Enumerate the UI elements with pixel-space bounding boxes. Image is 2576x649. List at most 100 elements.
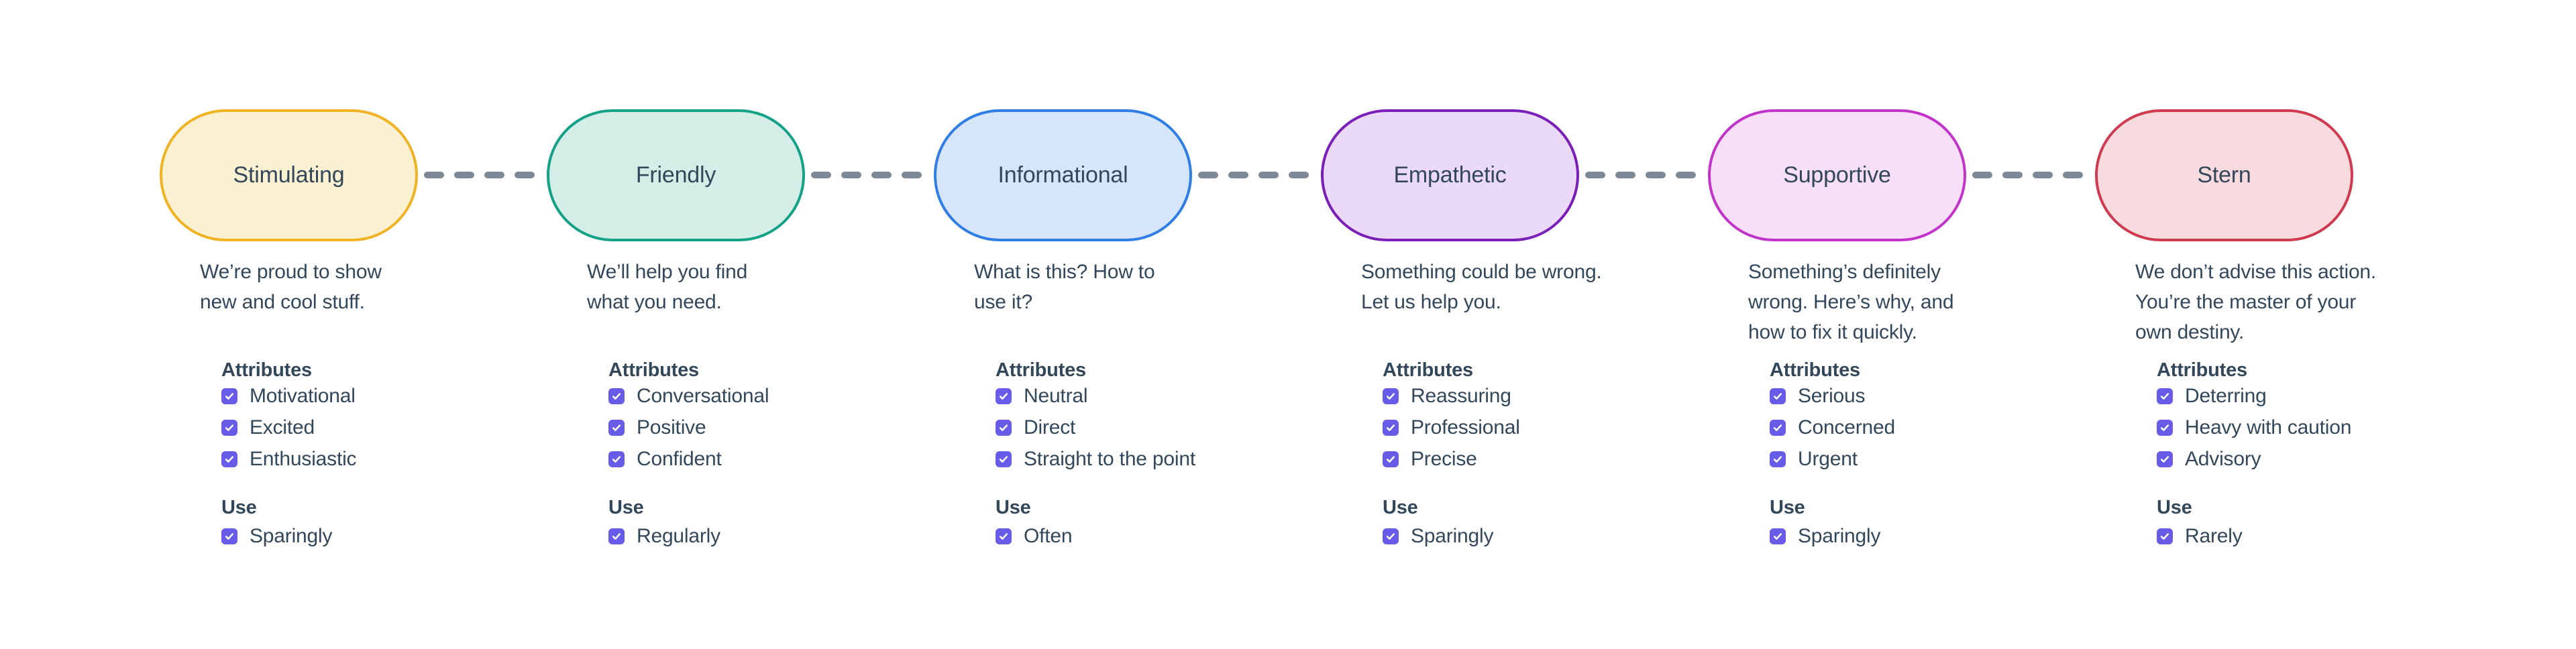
checkbox-row: Straight to the point xyxy=(996,443,1195,475)
checkbox-label: Conversational xyxy=(637,384,769,407)
checkbox-checked-icon[interactable] xyxy=(608,388,625,404)
attributes-section: Attributes Reassuring Professional Preci… xyxy=(1383,360,1520,475)
checkbox-label: Serious xyxy=(1798,384,1866,407)
checkbox-checked-icon[interactable] xyxy=(608,451,625,467)
checkbox-row: Sparingly xyxy=(221,520,332,552)
checkbox-row: Sparingly xyxy=(1383,520,1493,552)
checkbox-checked-icon[interactable] xyxy=(221,451,237,467)
checkbox-row: Motivational xyxy=(221,380,356,412)
tone-column: Supportive Something’s definitely wrong. … xyxy=(1708,109,2095,579)
use-heading: Use xyxy=(1383,497,1418,518)
use-section: Use Often xyxy=(996,497,1073,552)
use-list: Sparingly xyxy=(1383,520,1493,552)
checkbox-label: Precise xyxy=(1411,447,1477,470)
attributes-list: Deterring Heavy with caution Advisory xyxy=(2157,380,2351,475)
tone-column: Empathetic Something could be wrong. Let … xyxy=(1321,109,1708,579)
checkbox-checked-icon[interactable] xyxy=(1770,451,1786,467)
checkbox-checked-icon[interactable] xyxy=(221,528,237,544)
checkbox-row: Positive xyxy=(608,412,769,443)
checkbox-label: Motivational xyxy=(250,384,356,407)
attributes-heading: Attributes xyxy=(221,359,312,381)
checkbox-checked-icon[interactable] xyxy=(2157,528,2173,544)
tone-name: Informational xyxy=(998,162,1128,188)
tone-description: We don’t advise this action. You’re the m… xyxy=(2135,257,2376,347)
use-list: Rarely xyxy=(2157,520,2243,552)
checkbox-checked-icon[interactable] xyxy=(2157,451,2173,467)
checkbox-checked-icon[interactable] xyxy=(1770,419,1786,436)
description-line: Something’s definitely xyxy=(1748,261,1941,283)
checkbox-checked-icon[interactable] xyxy=(221,419,237,436)
checkbox-checked-icon[interactable] xyxy=(2157,388,2173,404)
checkbox-row: Heavy with caution xyxy=(2157,412,2351,443)
dashed-connector xyxy=(1966,171,2095,179)
use-section: Use Sparingly xyxy=(221,497,332,552)
description-line: wrong. Here’s why, and xyxy=(1748,291,1954,313)
checkbox-label: Excited xyxy=(250,416,315,438)
attributes-heading: Attributes xyxy=(996,359,1086,381)
attributes-list: Neutral Direct Straight to the point xyxy=(996,380,1195,475)
checkbox-checked-icon[interactable] xyxy=(996,388,1012,404)
checkbox-checked-icon[interactable] xyxy=(1383,528,1399,544)
description-line: Something could be wrong. xyxy=(1361,261,1602,283)
tone-column: Stern We don’t advise this action.You’re… xyxy=(2095,109,2482,579)
tone-pill: Empathetic xyxy=(1321,109,1579,241)
checkbox-checked-icon[interactable] xyxy=(2157,419,2173,436)
attributes-section: Attributes Motivational Excited Enthusia… xyxy=(221,359,357,475)
checkbox-label: Concerned xyxy=(1798,416,1895,438)
checkbox-checked-icon[interactable] xyxy=(996,528,1012,544)
description-line: You’re the master of your xyxy=(2135,291,2357,313)
checkbox-checked-icon[interactable] xyxy=(1770,388,1786,404)
checkbox-checked-icon[interactable] xyxy=(1383,388,1399,404)
checkbox-row: Rarely xyxy=(2157,520,2243,552)
description-line: new and cool stuff. xyxy=(200,291,365,313)
description-line: We don’t advise this action. xyxy=(2135,261,2377,283)
use-heading: Use xyxy=(221,497,257,518)
checkbox-row: Excited xyxy=(221,412,356,443)
tone-column: Informational What is this? How to use it… xyxy=(934,109,1321,579)
checkbox-row: Reassuring xyxy=(1383,380,1520,412)
use-list: Sparingly xyxy=(221,520,332,552)
checkbox-checked-icon[interactable] xyxy=(1383,451,1399,467)
tone-pill: Supportive xyxy=(1708,109,1966,241)
dashed-connector xyxy=(1192,171,1321,179)
attributes-section: Attributes Neutral Direct Straight to th… xyxy=(996,360,1195,475)
dashed-connector xyxy=(805,171,934,179)
checkbox-row: Deterring xyxy=(2157,380,2351,412)
dashed-connector xyxy=(1579,171,1708,179)
checkbox-row: Confident xyxy=(608,443,769,475)
checkbox-row: Regularly xyxy=(608,520,720,552)
use-heading: Use xyxy=(996,497,1031,518)
attributes-section: Attributes Deterring Heavy with caution … xyxy=(2157,360,2351,475)
description-line: Let us help you. xyxy=(1361,291,1501,313)
use-section: Use Rarely xyxy=(2157,497,2243,552)
checkbox-row: Serious xyxy=(1770,380,1895,412)
checkbox-checked-icon[interactable] xyxy=(996,451,1012,467)
description-line: use it? xyxy=(974,291,1032,313)
checkbox-checked-icon[interactable] xyxy=(221,388,237,404)
tone-name: Supportive xyxy=(1783,162,1891,188)
checkbox-label: Straight to the point xyxy=(1024,447,1195,470)
checkbox-checked-icon[interactable] xyxy=(608,528,625,544)
checkbox-label: Urgent xyxy=(1798,447,1858,470)
checkbox-checked-icon[interactable] xyxy=(1770,528,1786,544)
attributes-section: Attributes Conversational Positive Confi… xyxy=(608,360,769,475)
use-list: Often xyxy=(996,520,1073,552)
checkbox-checked-icon[interactable] xyxy=(1383,419,1399,436)
attributes-section: Attributes Serious Concerned Urgent xyxy=(1770,360,1895,475)
checkbox-row: Sparingly xyxy=(1770,520,1880,552)
checkbox-row: Conversational xyxy=(608,380,769,412)
checkbox-label: Regularly xyxy=(637,524,720,547)
checkbox-label: Heavy with caution xyxy=(2185,416,2352,438)
attributes-list: Motivational Excited Enthusiastic xyxy=(221,380,357,475)
checkbox-checked-icon[interactable] xyxy=(996,419,1012,436)
checkbox-label: Rarely xyxy=(2185,524,2243,547)
use-list: Regularly xyxy=(608,520,720,552)
dashed-connector xyxy=(418,171,547,179)
attributes-heading: Attributes xyxy=(608,359,699,381)
checkbox-checked-icon[interactable] xyxy=(608,419,625,436)
description-line: own destiny. xyxy=(2135,321,2245,343)
description-line: What is this? How to xyxy=(974,261,1155,283)
